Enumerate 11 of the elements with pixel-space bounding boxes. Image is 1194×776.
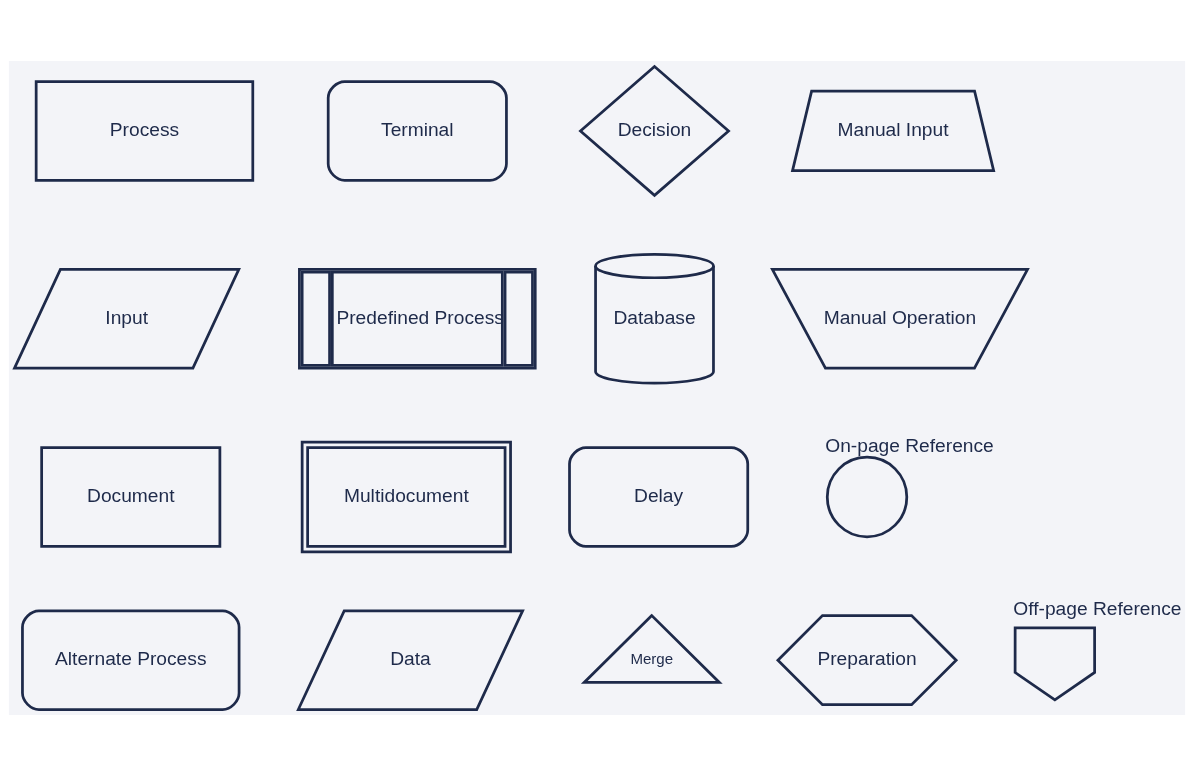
- node-diamond: Decision: [578, 64, 731, 198]
- node-pentagon: [1013, 626, 1096, 702]
- node-box: Alternate Process: [21, 609, 241, 711]
- node-box: Terminal: [326, 80, 508, 182]
- node-label: On-page Reference: [825, 435, 994, 457]
- node-box: Multidocument: [300, 440, 512, 554]
- node-circle: [825, 455, 909, 539]
- node-box: Delay: [568, 446, 750, 548]
- node-label: Off-page Reference: [1013, 598, 1182, 620]
- node-box: Document: [40, 446, 222, 548]
- node-box: Process: [34, 80, 255, 182]
